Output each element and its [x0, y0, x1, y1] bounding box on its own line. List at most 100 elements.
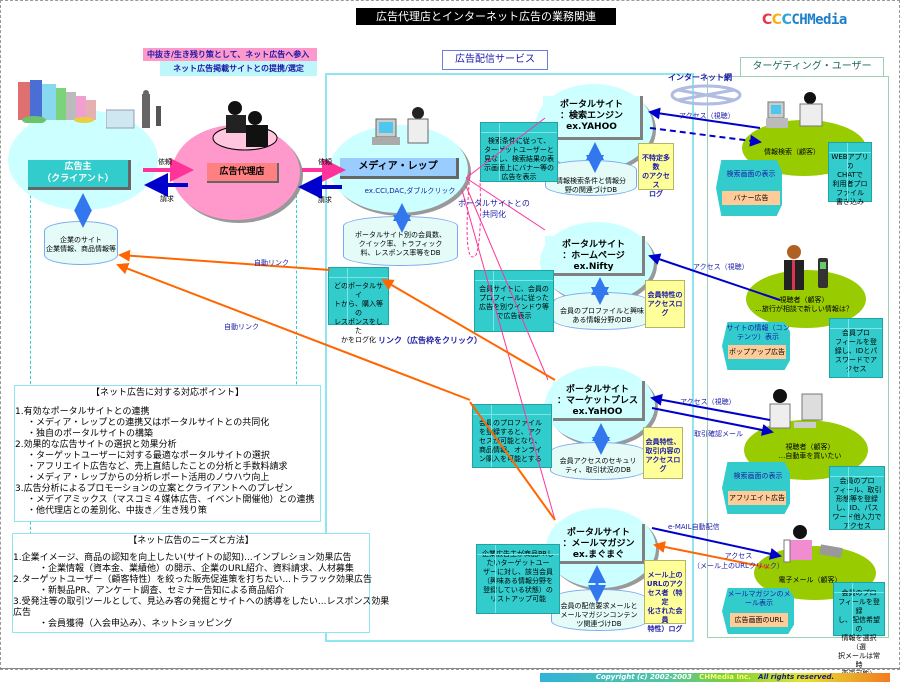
needs-line: 広告 [13, 608, 32, 618]
link-click-line [381, 278, 556, 381]
db-line: 企業のサイト [60, 236, 102, 244]
db-line: クイック率、トラフィック [358, 240, 443, 248]
ad-service-panel [325, 73, 694, 642]
portal-line: ：メールマガジン [562, 539, 635, 549]
email-auto-arrow [651, 527, 782, 560]
access-arrow-search [648, 107, 761, 129]
caption-line: 電子メール（顧客） [778, 576, 842, 584]
note-line: で広告表示 [496, 312, 532, 320]
note-line: CHATで [837, 171, 863, 179]
note-line: ターゲットユーザーと [484, 146, 554, 154]
ad-url-label: 広告画面のURL [730, 613, 788, 627]
agency-box: 広告代理店 [207, 163, 279, 183]
points-line: ・メディア・レップとの連携又はポータルサイトとの共同化 [27, 418, 270, 428]
response-points-heading: 【ネット広告に対する対応ポイント】 [90, 388, 244, 398]
caption-line: 視聴者（顧客） [779, 296, 829, 304]
banner-ad-label: バナー広告 [722, 191, 780, 205]
note-line: トから、購入等の [334, 300, 383, 317]
mail-url-click-line [653, 541, 771, 569]
note-line: 示画面上にバナー等の [484, 164, 554, 172]
footer-divider [0, 668, 900, 669]
request-label-1: 依頼 [158, 158, 172, 166]
log-line: 特性）ログ [647, 625, 683, 633]
access-label-1: アクセス（視聴） [679, 112, 735, 120]
log-line: アクセスロ [645, 456, 681, 464]
search-log-scroll: 不特定多数 のアクセス ログ [638, 143, 674, 198]
portal-mail-box: ポータルサイト ：メールマガジン ex.まぐまぐ [555, 524, 645, 564]
auto-link-line-2 [116, 262, 471, 401]
request-label-2: 依頼 [318, 158, 332, 166]
note-line: 情報を選択（選 [841, 634, 877, 651]
log-line: ログ [649, 190, 663, 198]
affiliate-ad-label: アフリエイト広告 [728, 491, 786, 505]
portal-line: ex.Nifty [573, 262, 614, 272]
banner-partnership: ネット広告掲載サイトとの提携/選定 [160, 61, 317, 76]
note-line: 会員サイトに、会員の [479, 285, 549, 293]
log-line: グ [661, 309, 669, 317]
office-workers-illustration [105, 90, 166, 130]
user-viewer2-caption: 視聴者（顧客） ...自動車を買いたい [770, 443, 850, 461]
points-line: ・他代理店との差別化、中抜き／生き残り策 [27, 506, 207, 516]
needs-methods-list: 1.企業イメージ、商品の認知を向上したい(サイトの認知)...インプレション効果… [13, 553, 389, 630]
note-line: 検索条件に従って、 [487, 137, 551, 145]
portal-market-box: ポータルサイト ：マーケットプレス ex.YaHOO [553, 381, 645, 421]
note-line: たいターゲットユー [486, 559, 550, 567]
portal-homepage-box: ポータルサイト ：ホームページ ex.Nifty [545, 236, 645, 276]
searcher-illustration [766, 92, 826, 132]
note-line: 広告を別ウインドウ等 [479, 303, 549, 311]
meeting-illustration [210, 98, 280, 153]
log-line: グ [659, 465, 667, 473]
note-line: 書き込み [836, 198, 864, 206]
link-click-label: リンク（広告枠をクリック） [378, 336, 482, 345]
note-line: し、ID、パス [835, 504, 879, 512]
popup-ad-label: ポップアップ広告 [728, 345, 786, 359]
db-line: ある情報分野のDB [572, 316, 632, 324]
user-search-screen [716, 160, 782, 216]
note-line: し、配信希望の [838, 616, 880, 633]
auto-link-line-1 [118, 249, 331, 271]
user-mail-note: 会員のプロ フィールを登録 し、配信希望の 情報を選択（選 択メールは常時 変更… [833, 582, 885, 678]
note-line: スワードでア [835, 356, 877, 364]
portal-share-dashed [466, 171, 481, 258]
user-search-note: WEBアプリの CHATで 利用者プロ ファイル 書き込み [828, 142, 872, 206]
note-line: レスポンスをした [334, 318, 383, 335]
media-rep-example: ex.CCI,DAC,ダブルクリック [364, 187, 456, 195]
db-line: 情報検索条件と情報分 [556, 177, 626, 185]
portal-line: ex.まぐまぐ [572, 550, 625, 560]
rights-text: All rights reserved. [758, 673, 835, 681]
portal-share-line [461, 189, 556, 521]
company-name: CHMedia Inc. [699, 673, 751, 681]
market-log-scroll: 会員特性、 取引内容の アクセスロ グ [643, 427, 683, 479]
access-mail-label: アクセス （メール上のURLクリック） [693, 551, 784, 571]
label-line: ポータルサイトとの [458, 199, 530, 208]
client-label: 広告主 [64, 162, 92, 172]
media-log-note: どのポータルサイ トから、購入等の レスポンスをした かをログ化 [328, 267, 389, 344]
homepage-log-scroll: 会員特性の アクセスロ グ [645, 280, 685, 328]
banner-strategy: 中抜き/生き残り策として、ネット広告へ参入 [143, 48, 317, 61]
response-points-list: 1.有効なポータルサイトとの連携・メディア・レップとの連携又はポータルサイトとの… [15, 407, 320, 517]
needs-methods-panel: 【ネット広告のニーズと方法】 1.企業イメージ、商品の認知を向上したい(サイトの… [12, 533, 389, 633]
needs-methods-heading: 【ネット広告のニーズと方法】 [128, 536, 254, 546]
log-line: のアクセス [642, 172, 670, 189]
homepage-db: 会員のプロファイルと興味 ある情報分野のDB [553, 292, 651, 330]
copyright-text: Copyright (c) 2002-2003 [595, 673, 692, 681]
portal-share-line [465, 117, 546, 179]
note-line: 利用者プロ [832, 180, 868, 188]
user-search-caption: 情報検索（顧客） [752, 148, 832, 157]
label-line: （メール上のURLクリック） [693, 562, 784, 570]
guide-line [296, 195, 297, 475]
search-note: 検索条件に従って、 ターゲットユーザーと 見なし、検索結果の表 示画面上にバナー… [480, 122, 558, 182]
screen-top-label: サイトの情報（コンテンツ）表示 [726, 324, 790, 341]
note-line: 会員のプロ [841, 589, 877, 597]
note-line: リストアップ可能 [490, 595, 546, 603]
note-line: 登録している状態）の [483, 586, 553, 594]
user-viewer1-note: 会員プロ フィールを登 録し、IDとパ スワードでア クセス [829, 318, 883, 378]
portal-line: ：マーケットプレス [556, 396, 638, 406]
portal-line: ：検索エンジン [559, 111, 623, 121]
internet-label: インターネット網 [668, 73, 732, 82]
user-viewer2-note: 会員のプロ フィール、取引 形態等を登録 し、ID、パス ワード他入力で アクセ… [829, 466, 885, 530]
points-line: ・独自のポータルサイトの構築 [27, 429, 154, 439]
access-arrow-homepage [648, 253, 781, 301]
access-label-3: アクセス（視聴） [680, 398, 736, 406]
caption-line: ...旅行が相談で新しい情報は？ [755, 305, 853, 313]
